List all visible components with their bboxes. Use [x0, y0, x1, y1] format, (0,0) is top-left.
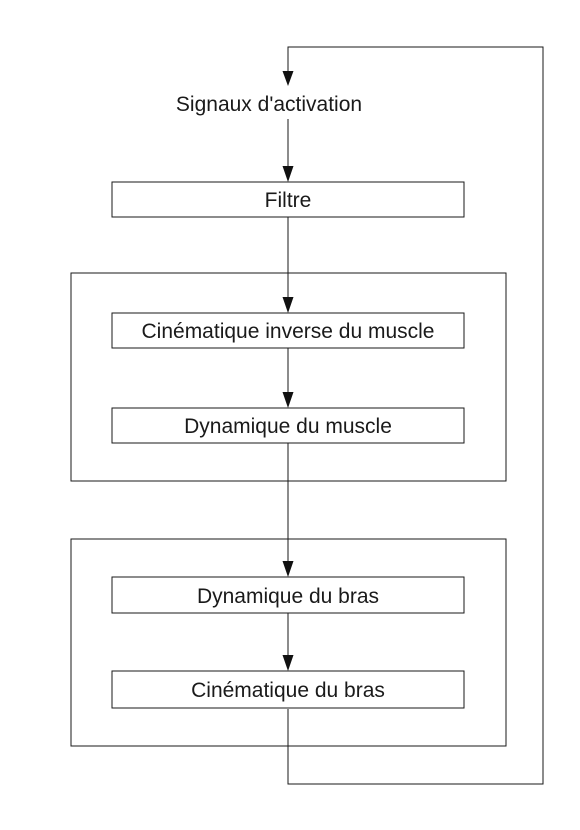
feedback-loop-line	[287, 46, 544, 785]
muscle-inverse-kinematics-node	[111, 312, 465, 349]
arrowhead-filter-to-inverse-kinematics	[282, 297, 294, 313]
arm-kinematics-label: Cinématique du bras	[191, 679, 385, 702]
arrowhead-muscle-dynamics-to-arm-dynamics	[282, 561, 294, 577]
arrowhead-start-to-filter	[282, 166, 294, 182]
muscle-dynamics-node	[111, 407, 465, 444]
muscle-inverse-kinematics-label: Cinématique inverse du muscle	[142, 320, 435, 343]
filter-node	[111, 181, 465, 218]
feedback-arrowhead	[282, 71, 294, 86]
arrowhead-inverse-kinematics-to-muscle-dynamics	[282, 392, 294, 408]
start-label: Signaux d'activation	[176, 93, 362, 116]
arrowhead-arm-dynamics-to-arm-kinematics	[282, 655, 294, 671]
muscle-dynamics-label: Dynamique du muscle	[184, 415, 392, 438]
arm-dynamics-label: Dynamique du bras	[197, 585, 379, 608]
filter-node-label: Filtre	[265, 189, 312, 212]
arm-kinematics-node	[111, 670, 465, 709]
arm-dynamics-node	[111, 576, 465, 614]
